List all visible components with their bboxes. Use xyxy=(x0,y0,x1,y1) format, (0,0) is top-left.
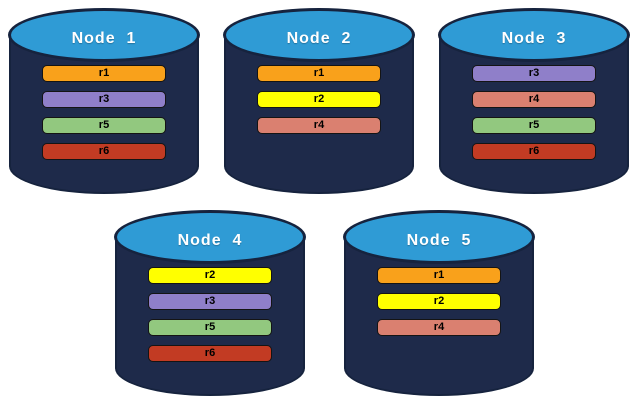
replica-label: r2 xyxy=(433,295,445,307)
node-title: Node 3 xyxy=(501,29,567,47)
cylinder-top: Node 4 xyxy=(114,210,306,264)
replica-bar-r2: r2 xyxy=(377,293,501,310)
replica-label: r4 xyxy=(433,321,445,333)
replica-list: r1 r2 r4 xyxy=(257,65,381,143)
replica-list: r2 r3 r5 r6 xyxy=(148,267,272,371)
database-node-2: Node 2 r1 r2 r4 xyxy=(223,8,415,194)
replica-bar-r5: r5 xyxy=(148,319,272,336)
replica-label: r5 xyxy=(98,119,110,131)
replica-label: r5 xyxy=(204,321,216,333)
replica-bar-r2: r2 xyxy=(257,91,381,108)
replica-bar-r4: r4 xyxy=(377,319,501,336)
database-node-3: Node 3 r3 r4 r5 r6 xyxy=(438,8,630,194)
replica-bar-r3: r3 xyxy=(472,65,596,82)
replica-list: r1 r3 r5 r6 xyxy=(42,65,166,169)
replica-label: r3 xyxy=(528,67,540,79)
node-title: Node 5 xyxy=(406,231,472,249)
replica-bar-r6: r6 xyxy=(42,143,166,160)
replica-bar-r1: r1 xyxy=(257,65,381,82)
node-title: Node 1 xyxy=(71,29,137,47)
node-title: Node 2 xyxy=(286,29,352,47)
replica-label: r1 xyxy=(98,67,110,79)
database-node-1: Node 1 r1 r3 r5 r6 xyxy=(8,8,200,194)
replica-bar-r6: r6 xyxy=(472,143,596,160)
replica-bar-r5: r5 xyxy=(42,117,166,134)
cylinder-top: Node 1 xyxy=(8,8,200,62)
replica-bar-r6: r6 xyxy=(148,345,272,362)
replica-bar-r3: r3 xyxy=(148,293,272,310)
cylinder-top: Node 3 xyxy=(438,8,630,62)
replica-label: r4 xyxy=(528,93,540,105)
replica-bar-r2: r2 xyxy=(148,267,272,284)
replica-bar-r4: r4 xyxy=(257,117,381,134)
replica-bar-r5: r5 xyxy=(472,117,596,134)
replica-label: r6 xyxy=(98,145,110,157)
replica-list: r1 r2 r4 xyxy=(377,267,501,345)
replica-label: r1 xyxy=(313,67,325,79)
replica-label: r4 xyxy=(313,119,325,131)
replica-bar-r3: r3 xyxy=(42,91,166,108)
replica-label: r6 xyxy=(528,145,540,157)
replica-label: r5 xyxy=(528,119,540,131)
replica-bar-r1: r1 xyxy=(42,65,166,82)
database-node-4: Node 4 r2 r3 r5 r6 xyxy=(114,210,306,396)
replica-label: r3 xyxy=(204,295,216,307)
replica-label: r2 xyxy=(313,93,325,105)
replica-label: r6 xyxy=(204,347,216,359)
node-title: Node 4 xyxy=(177,231,243,249)
replica-list: r3 r4 r5 r6 xyxy=(472,65,596,169)
replica-bar-r1: r1 xyxy=(377,267,501,284)
replica-label: r2 xyxy=(204,269,216,281)
cylinder-top: Node 5 xyxy=(343,210,535,264)
database-node-5: Node 5 r1 r2 r4 xyxy=(343,210,535,396)
replica-label: r3 xyxy=(98,93,110,105)
cylinder-top: Node 2 xyxy=(223,8,415,62)
replica-label: r1 xyxy=(433,269,445,281)
replica-bar-r4: r4 xyxy=(472,91,596,108)
